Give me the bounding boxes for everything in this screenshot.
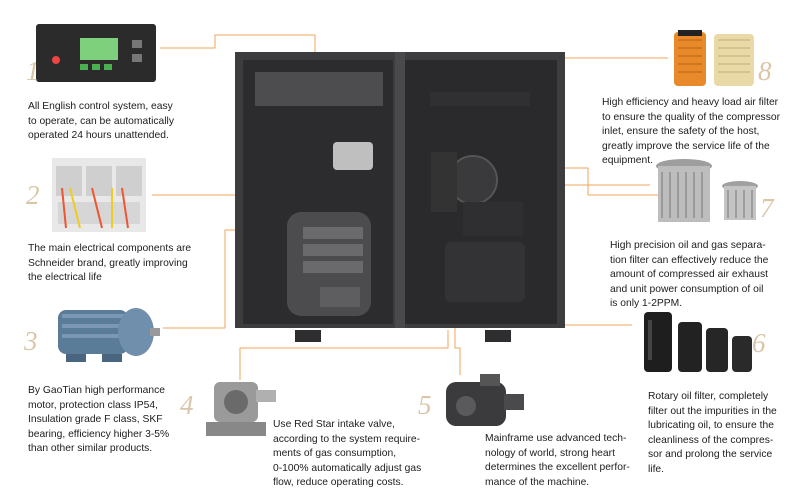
compressor-cabinet-image xyxy=(235,52,565,342)
callout-text-3: By GaoTian high performance motor, prote… xyxy=(28,385,170,455)
callout-number-6: 6 xyxy=(752,328,766,358)
callout-number-2: 2 xyxy=(26,180,40,210)
intake-valve-icon xyxy=(206,382,276,436)
oil-separator-icon xyxy=(656,159,758,222)
control-panel-icon xyxy=(36,24,156,82)
callout-number-4: 4 xyxy=(180,390,194,420)
callout-number-8: 8 xyxy=(758,56,772,86)
oil-filter-icon xyxy=(644,312,752,372)
electrical-components-icon xyxy=(52,158,146,232)
callout-text-2: The main electrical components are Schne… xyxy=(28,243,192,284)
callout-text-5: Mainframe use advanced tech- nology of w… xyxy=(485,433,630,488)
air-end-icon xyxy=(446,374,524,426)
callout-text-6: Rotary oil filter, completely filter out… xyxy=(648,391,777,475)
callout-text-7: High precision oil and gas separa- tion … xyxy=(610,240,769,310)
callout-text-8: High efficiency and heavy load air filte… xyxy=(602,97,781,167)
air-filter-icon xyxy=(674,30,754,86)
callout-number-7: 7 xyxy=(760,193,774,223)
callout-number-3: 3 xyxy=(24,326,38,356)
motor-icon xyxy=(58,308,160,362)
callout-text-1: All English control system, easy to oper… xyxy=(28,101,174,142)
callout-number-1: 1 xyxy=(26,56,40,86)
callout-number-5: 5 xyxy=(418,390,432,420)
callout-text-4: Use Red Star intake valve, according to … xyxy=(273,419,422,489)
